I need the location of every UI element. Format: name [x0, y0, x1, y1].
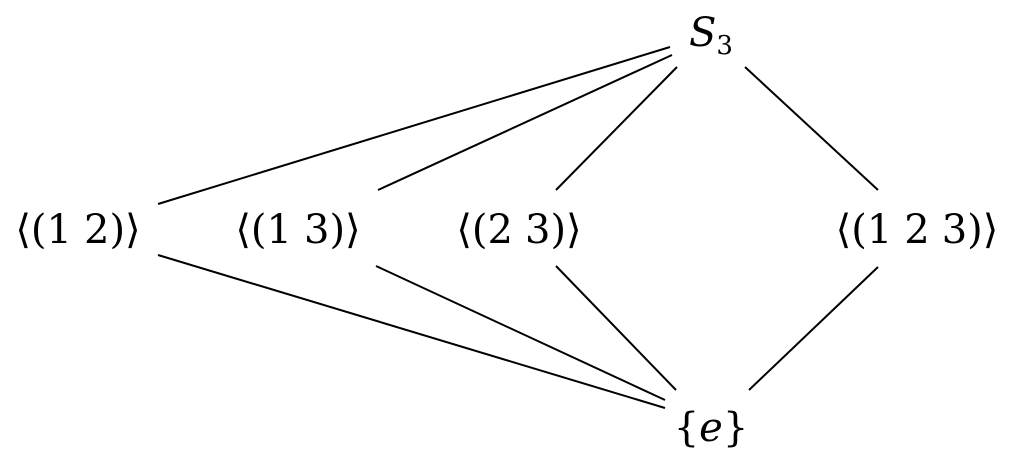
node-12-close: )⟩ — [109, 207, 141, 253]
node-trivial-symbol: e — [699, 405, 723, 451]
node-13-b: 3 — [304, 207, 330, 253]
edge-top-c123 — [744, 66, 879, 191]
node-trivial-subgroup: {e} — [674, 408, 749, 448]
edge-c23-bottom — [555, 265, 677, 391]
node-13-close: )⟩ — [329, 207, 361, 253]
node-23-a: 2 — [487, 207, 513, 253]
node-12-a: 1 — [46, 207, 72, 253]
edge-c12-bottom — [157, 254, 666, 409]
node-13-open: ⟨( — [235, 207, 267, 253]
edge-c123-bottom — [748, 266, 879, 391]
edge-top-c12 — [157, 46, 671, 205]
node-symmetric-group-s3: S3 — [689, 13, 733, 59]
node-23-close: )⟩ — [550, 207, 582, 253]
node-trivial-close: } — [722, 405, 749, 451]
edge-top-c13 — [377, 54, 673, 191]
edge-top-c23 — [555, 66, 678, 191]
node-123-b: 2 — [904, 207, 930, 253]
node-123-close: )⟩ — [967, 207, 999, 253]
node-123-c: 3 — [941, 207, 968, 253]
node-trivial-open: { — [673, 405, 700, 451]
node-12-b: 2 — [84, 207, 110, 253]
node-23-open: ⟨( — [456, 207, 488, 253]
node-123-a: 1 — [866, 207, 893, 253]
node-s3-subscript: 3 — [716, 31, 733, 61]
node-23-b: 3 — [525, 207, 551, 253]
node-13-a: 1 — [266, 207, 292, 253]
node-12-open: ⟨( — [15, 207, 47, 253]
edge-c13-bottom — [375, 265, 666, 401]
node-s3-symbol: S — [689, 10, 717, 56]
node-123-open: ⟨( — [835, 207, 867, 253]
